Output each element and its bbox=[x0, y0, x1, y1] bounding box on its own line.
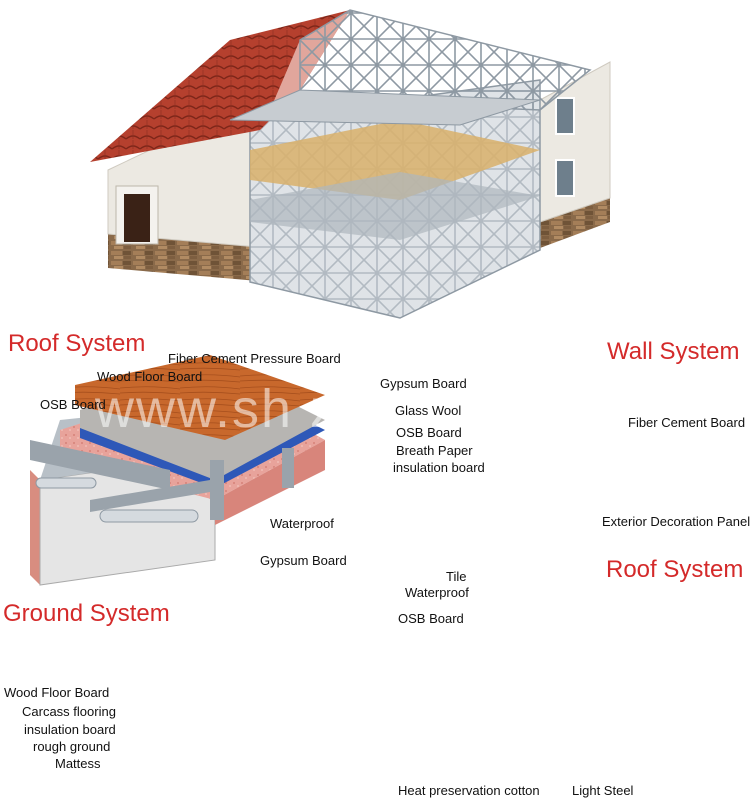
label-osb-board-wall: OSB Board bbox=[396, 425, 462, 440]
label-breath-paper: Breath Paper bbox=[396, 443, 473, 458]
label-gypsum-board-wall: Gypsum Board bbox=[380, 376, 467, 391]
label-fiber-cement-pressure-board: Fiber Cement Pressure Board bbox=[168, 351, 341, 366]
label-tile: Tile bbox=[446, 569, 467, 584]
title-ground-system: Ground System bbox=[3, 600, 170, 627]
label-wood-floor-board-roof: Wood Floor Board bbox=[97, 369, 203, 384]
label-glass-wool: Glass Wool bbox=[395, 403, 462, 418]
title-roof-system-2: Roof System bbox=[606, 556, 744, 583]
label-osb-board-roof: OSB Board bbox=[40, 397, 106, 412]
roof-system-1-illustration bbox=[30, 355, 325, 586]
label-mattess: Mattess bbox=[55, 756, 101, 771]
label-osb-board-roof-2: OSB Board bbox=[398, 611, 464, 626]
title-roof-system-1: Roof System bbox=[8, 330, 146, 357]
label-wood-floor-board-ground: Wood Floor Board bbox=[4, 685, 110, 700]
label-heat-preservation-cotton: Heat preservation cotton bbox=[398, 783, 540, 798]
label-insulation-board-ground: insulation board bbox=[24, 722, 116, 737]
label-carcass-flooring: Carcass flooring bbox=[22, 704, 116, 719]
house-illustration bbox=[90, 9, 611, 319]
label-light-steel: Light Steel bbox=[572, 783, 634, 798]
title-wall-system: Wall System bbox=[607, 338, 740, 365]
label-insulation-board-wall: insulation board bbox=[393, 460, 485, 475]
label-gypsum-board-roof: Gypsum Board bbox=[260, 553, 347, 568]
label-exterior-decoration-panel: Exterior Decoration Panel bbox=[602, 514, 750, 529]
watermark: www.sh zh.com bbox=[95, 379, 497, 439]
label-waterproof-roof-2: Waterproof bbox=[405, 585, 469, 600]
label-rough-ground: rough ground bbox=[33, 739, 111, 754]
label-waterproof-roof: Waterproof bbox=[270, 516, 334, 531]
label-fiber-cement-board: Fiber Cement Board bbox=[628, 415, 746, 430]
